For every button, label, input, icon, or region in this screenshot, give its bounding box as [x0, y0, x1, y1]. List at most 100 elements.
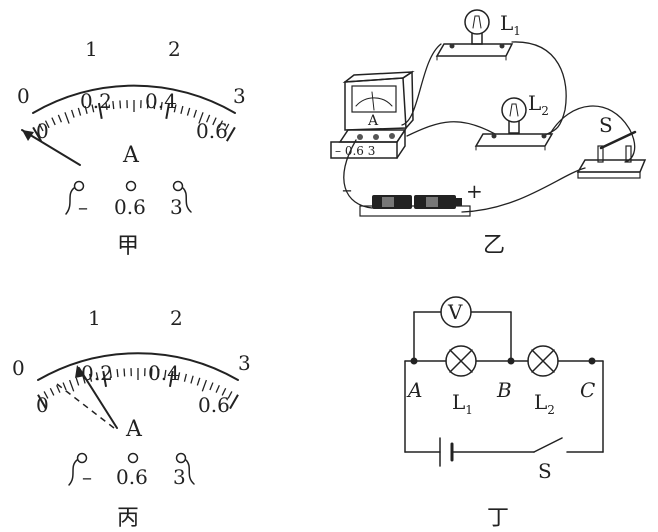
scale-tick: [173, 104, 177, 113]
scale-tick: [221, 387, 227, 396]
lamp1-symbol-label: L1: [452, 390, 473, 417]
unit-label: A: [122, 143, 140, 168]
scale-tick: [225, 126, 236, 142]
scale-tick: [150, 368, 153, 377]
scale-tick: [146, 100, 149, 109]
node-b-label: B: [496, 378, 512, 402]
battery-plus-label: +: [466, 179, 483, 203]
switch-symbol: [533, 437, 604, 453]
lamp2-label: L2: [528, 91, 549, 118]
lower-label-0: 0: [36, 393, 49, 417]
scale-tick: [88, 373, 93, 382]
ammeter-device: A – 0.6 3: [330, 70, 415, 159]
node-a-dot: [410, 357, 418, 365]
battery-minus-label: –: [342, 177, 352, 201]
scale-tick: [57, 114, 62, 123]
scale-tick: [70, 109, 75, 118]
scale-ticks: [32, 100, 236, 142]
unit-label: A: [125, 417, 143, 442]
wire: [406, 121, 496, 137]
lamp1-label: L1: [500, 11, 521, 38]
caption-bing: 丙: [117, 506, 139, 531]
schematic-ding: V A B C L1 L2: [404, 296, 604, 531]
lamp2-symbol-label: L2: [534, 390, 555, 417]
terminal-0.6-label: 0.6: [116, 465, 148, 489]
scale-ticks: [37, 368, 239, 410]
lower-label-0.2: 0.2: [81, 361, 113, 385]
ammeter-jia: 0 1 2 3 0 0.2 0.4 0.6 A – 0.6 3 甲: [17, 37, 246, 259]
scale-tick: [183, 373, 188, 382]
terminal-minus-label: –: [78, 195, 88, 219]
scale-tick: [196, 377, 201, 386]
physical-circuit-yi: A – 0.6 3 L1: [330, 9, 647, 258]
scale-tick: [119, 100, 122, 109]
scale-tick: [32, 126, 43, 142]
ammeter-label: A: [367, 113, 379, 129]
terminal-3-label: 3: [173, 465, 186, 489]
scale-tick: [153, 101, 156, 110]
terminal-minus: [73, 180, 85, 192]
scale-tick: [97, 102, 103, 120]
scale-tick: [51, 117, 56, 126]
scale-tick: [123, 368, 126, 377]
scale-arc: [37, 352, 239, 381]
zero-reference-dashed: [56, 383, 115, 429]
scale-tick: [218, 120, 224, 129]
upper-label-2: 2: [170, 306, 183, 330]
lower-label-0.4: 0.4: [145, 89, 177, 113]
upper-label-3: 3: [233, 84, 246, 108]
scale-tick: [105, 101, 108, 110]
scale-tick: [43, 391, 49, 399]
voltmeter-label: V: [447, 300, 463, 324]
scale-tick: [38, 123, 44, 132]
scale-tick: [56, 385, 61, 393]
terminal-minus-label: –: [82, 465, 92, 489]
lamp-l2: L2: [474, 91, 554, 151]
upper-label-0: 0: [12, 356, 25, 380]
terminal-minus: [76, 452, 88, 464]
scale-tick: [102, 370, 108, 387]
needle-arrow: [75, 365, 85, 378]
scale-tick: [190, 375, 194, 384]
scale-tick: [177, 372, 181, 381]
upper-label-1: 1: [85, 37, 98, 61]
scale-tick: [215, 385, 220, 393]
scale-tick: [186, 107, 191, 116]
wire: [511, 41, 567, 136]
scale-tick: [180, 105, 184, 114]
needle: [78, 367, 118, 429]
scale-tick: [227, 391, 233, 399]
battery-pack: – +: [342, 177, 483, 217]
wire-curl: [185, 459, 195, 485]
scale-tick: [164, 369, 167, 378]
node-c-dot: [588, 357, 596, 365]
ammeter-bing: 0 1 2 3 0 0.2 0.4 0.6 A – 0.6 3 丙: [12, 306, 251, 531]
voltmeter: [440, 296, 472, 328]
lower-label-0.6: 0.6: [196, 119, 228, 143]
switch-s: S: [576, 113, 647, 179]
lower-label-0.4: 0.4: [148, 361, 180, 385]
scale-tick: [75, 377, 80, 386]
lamp-l1: L1: [435, 9, 521, 61]
lower-label-0: 0: [36, 119, 49, 143]
caption-yi: 乙: [483, 233, 505, 258]
scale-tick: [201, 379, 208, 392]
scale-tick: [44, 120, 50, 129]
upper-label-1: 1: [88, 306, 101, 330]
scale-tick: [193, 109, 198, 118]
wire-curl: [182, 187, 192, 213]
scale-tick: [168, 370, 174, 387]
scale-tick: [49, 387, 55, 396]
wire-curl: [65, 187, 75, 215]
scale-tick: [37, 394, 47, 410]
needle: [21, 129, 81, 166]
terminal-0.6-label: 0.6: [114, 195, 146, 219]
scale-tick: [198, 112, 204, 124]
wire-curl: [68, 459, 78, 486]
battery-symbol: [439, 437, 454, 467]
node-b-dot: [507, 357, 515, 365]
switch-label: S: [599, 113, 613, 137]
upper-label-2: 2: [168, 37, 181, 61]
upper-label-0: 0: [17, 84, 30, 108]
